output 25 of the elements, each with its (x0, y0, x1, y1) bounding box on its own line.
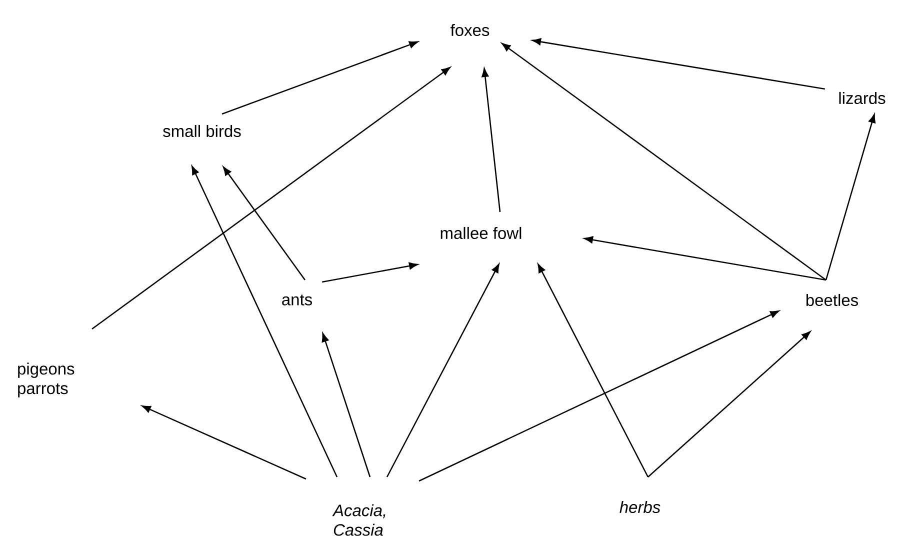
arrow (532, 38, 826, 90)
arrow (222, 166, 306, 280)
arrow (386, 264, 500, 478)
arrow (825, 114, 876, 280)
species-label: lizards (839, 92, 886, 104)
arrow (222, 41, 418, 115)
arrow (322, 262, 418, 283)
arrow (482, 68, 501, 212)
species-label: small birds (163, 124, 241, 138)
species-label: foxes (450, 24, 490, 36)
species-label: beetles (806, 294, 858, 306)
arrow (502, 42, 826, 281)
species-label: Acacia, Cassia (332, 504, 386, 536)
arrow (538, 264, 649, 478)
arrow (322, 332, 371, 478)
species-label: ants (282, 294, 312, 306)
species-label: pigeons parrots (18, 362, 74, 398)
arrow (192, 166, 338, 478)
arrow (584, 236, 826, 281)
arrow (142, 405, 306, 480)
species-label: herbs (620, 500, 660, 514)
arrow (648, 331, 811, 478)
arrow (418, 310, 780, 482)
species-label: mallee fowl (440, 226, 522, 240)
arrow (92, 66, 450, 330)
